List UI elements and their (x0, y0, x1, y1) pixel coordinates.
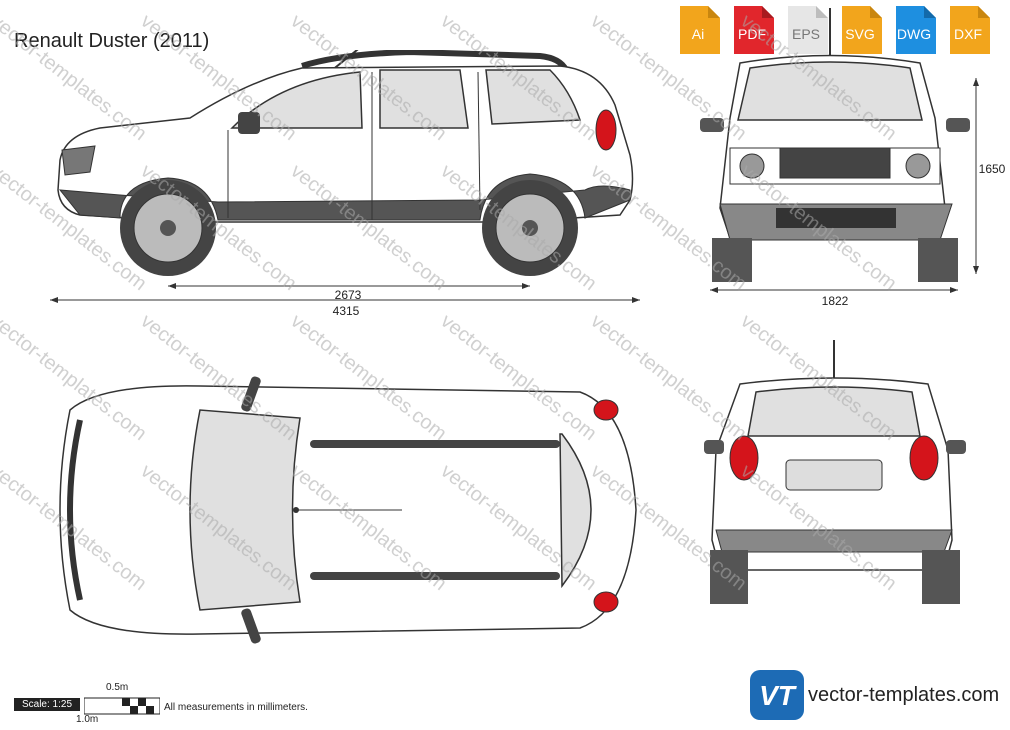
format-dwg-button[interactable]: DWG (892, 6, 936, 54)
format-label: Ai (691, 26, 705, 42)
format-label: DXF (954, 26, 982, 42)
format-label: SVG (845, 26, 875, 42)
file-icon (734, 6, 774, 54)
logo-letters: VT (759, 680, 798, 711)
file-icon (788, 6, 828, 54)
format-ai-button[interactable]: Ai (676, 6, 720, 54)
length-label: 4315 (332, 304, 360, 318)
scale-half-label: 0.5m (106, 682, 129, 693)
file-icon (896, 6, 936, 54)
measurement-note: All measurements in millimeters. (164, 702, 308, 713)
side-view-drawing (50, 50, 640, 303)
format-label: EPS (791, 26, 820, 42)
file-icon (842, 6, 882, 54)
format-label: PDF (738, 26, 766, 42)
width-label: 1822 (821, 294, 849, 308)
rear-view-drawing (704, 340, 966, 604)
height-label: 1650 (978, 162, 1006, 176)
brand-link[interactable]: vector-templates.com (808, 684, 1000, 706)
page-title: Renault Duster (2011) (14, 30, 210, 52)
format-label: DWG (896, 26, 932, 42)
format-svg-button[interactable]: SVG (838, 6, 882, 54)
scale-bar (84, 697, 160, 715)
front-view-drawing (700, 8, 979, 293)
scale-label: Scale: 1:25 (14, 698, 80, 711)
format-dxf-button[interactable]: DXF (946, 6, 990, 54)
wheelbase-label: 2673 (334, 288, 362, 302)
format-pdf-button[interactable]: PDF (730, 6, 774, 54)
format-eps-button[interactable]: EPS (784, 6, 828, 54)
file-icon (950, 6, 990, 54)
vector-templates-logo-icon: VT (750, 670, 804, 720)
scale-one-label: 1.0m (76, 714, 99, 725)
file-icon (680, 6, 720, 54)
top-view-drawing (59, 376, 637, 644)
